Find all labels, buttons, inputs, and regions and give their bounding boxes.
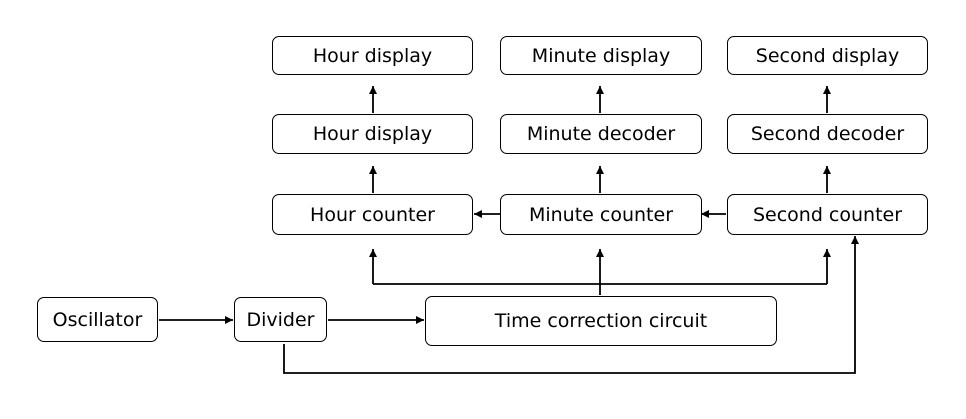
minute-display-box: Minute display	[500, 36, 702, 75]
oscillator-label: Oscillator	[52, 308, 143, 331]
hour-counter-box: Hour counter	[272, 194, 473, 235]
second-counter-box: Second counter	[727, 194, 928, 235]
second-decoder-label: Second decoder	[750, 123, 905, 145]
hour-display-mid-label: Hour display	[312, 123, 433, 145]
second-counter-label: Second counter	[752, 203, 903, 226]
oscillator-box: Oscillator	[37, 297, 158, 342]
hour-display-top-box: Hour display	[272, 36, 473, 75]
minute-counter-box: Minute counter	[500, 194, 702, 235]
divider-box: Divider	[234, 297, 327, 342]
hour-counter-label: Hour counter	[310, 203, 435, 226]
second-display-label: Second display	[755, 44, 900, 67]
divider-label: Divider	[246, 308, 315, 331]
arrow-divider-to-second-counter	[283, 236, 859, 374]
minute-display-label: Minute display	[531, 44, 671, 67]
hour-display-mid-box: Hour display	[272, 114, 473, 154]
minute-decoder-box: Minute decoder	[500, 114, 702, 154]
second-display-box: Second display	[727, 36, 928, 75]
time-correction-label: Time correction circuit	[494, 310, 708, 332]
minute-counter-label: Minute counter	[528, 203, 674, 226]
hour-display-top-label: Hour display	[312, 44, 433, 67]
minute-decoder-label: Minute decoder	[526, 123, 676, 145]
second-decoder-box: Second decoder	[727, 114, 928, 154]
time-correction-box: Time correction circuit	[425, 296, 777, 346]
